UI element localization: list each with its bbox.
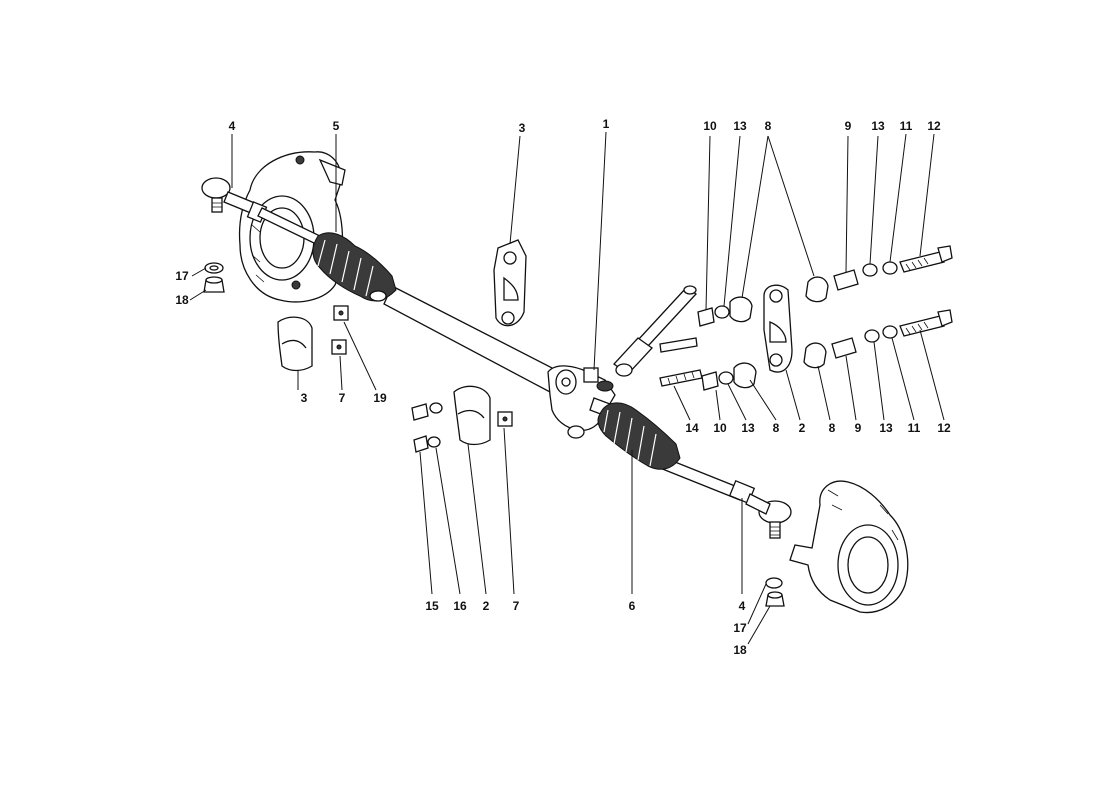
callout-5: 5 <box>333 119 340 133</box>
callout-17-right: 17 <box>733 621 747 635</box>
callout-12-top: 12 <box>927 119 941 133</box>
right-nut-18 <box>765 591 785 607</box>
leader-lines <box>189 131 945 645</box>
callout-14: 14 <box>685 421 699 435</box>
lower-clamp-3 <box>277 316 313 372</box>
plate-7-center <box>497 411 513 427</box>
callout-8-bottom-a: 8 <box>773 421 780 435</box>
right-rack-gaiter <box>597 402 681 470</box>
mount-hardware-upper <box>697 245 953 327</box>
callout-3-bottom: 3 <box>301 391 308 405</box>
callout-11-bottom: 11 <box>908 421 921 435</box>
callout-4-top-left: 4 <box>229 119 236 133</box>
callout-7-left: 7 <box>339 391 346 405</box>
plate-7-left <box>331 339 347 355</box>
left-washer-17 <box>204 262 224 274</box>
callout-7-bottom: 7 <box>513 599 520 613</box>
callout-2-right: 2 <box>799 421 806 435</box>
callout-1: 1 <box>603 117 610 131</box>
left-rack-gaiter <box>312 232 397 302</box>
callout-18-left: 18 <box>175 293 189 307</box>
nuts-washers-15-16 <box>411 402 443 453</box>
callout-10-bottom: 10 <box>713 421 727 435</box>
callout-19: 19 <box>373 391 387 405</box>
callout-3-top: 3 <box>519 121 526 135</box>
plate-19 <box>333 305 349 321</box>
bracket-2-right <box>763 284 793 373</box>
right-washer-17 <box>765 577 783 589</box>
upper-clamp-3 <box>493 239 527 327</box>
callout-4-bottom-right: 4 <box>739 599 746 613</box>
callout-11-top: 11 <box>900 119 913 133</box>
damper-strut <box>613 285 698 377</box>
rack-housing-pinion <box>547 365 616 439</box>
callout-8-top: 8 <box>765 119 772 133</box>
callout-labels: 4 5 3 1 10 13 8 9 13 11 12 17 18 3 7 19 … <box>175 117 951 657</box>
right-tie-rod-end <box>728 479 792 539</box>
callout-2-bottom: 2 <box>483 599 490 613</box>
clamp-2-center <box>453 385 491 446</box>
callout-16: 16 <box>453 599 467 613</box>
callout-9-bottom: 9 <box>855 421 862 435</box>
callout-13-top-a: 13 <box>733 119 747 133</box>
callout-9-top: 9 <box>845 119 852 133</box>
callout-15: 15 <box>425 599 439 613</box>
callout-13-top-b: 13 <box>871 119 885 133</box>
callout-13-bottom-b: 13 <box>879 421 893 435</box>
callout-12-bottom: 12 <box>937 421 951 435</box>
callout-10-top: 10 <box>703 119 717 133</box>
callout-18-right: 18 <box>733 643 747 657</box>
mount-hardware-lower <box>659 309 953 391</box>
callout-6: 6 <box>629 599 636 613</box>
callout-13-bottom-a: 13 <box>741 421 755 435</box>
right-steering-knuckle <box>789 480 909 614</box>
callout-17-left: 17 <box>175 269 189 283</box>
left-nut-18 <box>203 276 225 293</box>
callout-8-bottom-b: 8 <box>829 421 836 435</box>
